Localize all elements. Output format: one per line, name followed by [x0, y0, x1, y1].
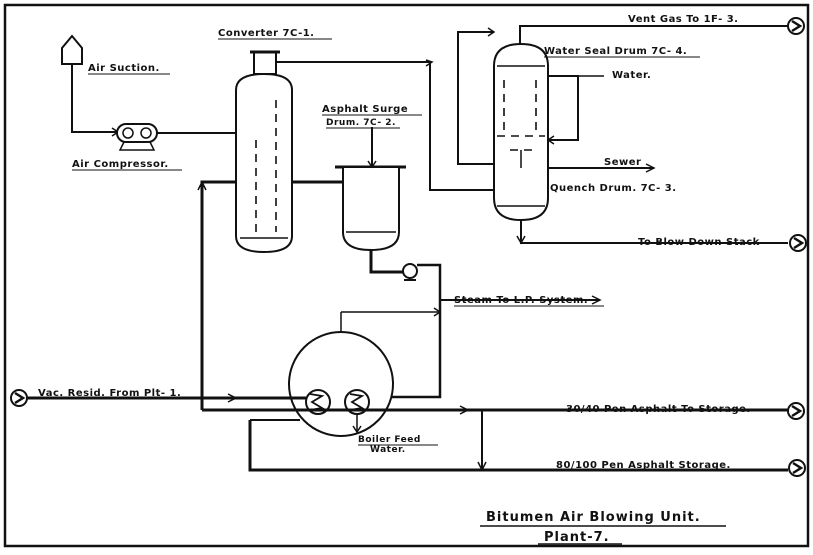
vent-gas-line [519, 25, 788, 45]
surge-drum-bottoms-line [369, 250, 404, 274]
pen-80-100-product-line [248, 410, 788, 472]
label-pen-30-40: 30/40 Pen Asphalt To Storage. [566, 404, 751, 415]
label-air-suction: Air Suction. [88, 63, 160, 74]
label-water-seal-drum: Water Seal Drum 7C- 4. [544, 46, 687, 57]
diagram-title: Bitumen Air Blowing Unit. [486, 510, 701, 525]
label-sewer: Sewer [604, 157, 641, 168]
pen-30-40-terminal [787, 402, 805, 420]
asphalt-surge-drum-7c-2 [335, 127, 406, 252]
converter-7c-1 [235, 50, 293, 254]
label-blow-down: To Blow Down Stack [638, 237, 760, 248]
vac-resid-feed-line [27, 393, 306, 403]
asphalt-pump [402, 263, 418, 281]
converter-overhead-line [276, 59, 494, 191]
label-converter: Converter 7C-1. [218, 28, 314, 39]
pen-30-40-product-line [202, 405, 788, 415]
boiler-feed-water-line [352, 414, 362, 434]
label-air-compressor: Air Compressor. [72, 159, 169, 170]
diagram-frame [3, 3, 810, 548]
pen-80-100-terminal [788, 459, 806, 477]
vent-gas-outlet-terminal [787, 17, 805, 35]
label-pen-80-100: 80/100 Pen Asphalt Storage. [556, 460, 731, 471]
air-suction-hood [61, 34, 83, 65]
diagram-subtitle: Plant-7. [544, 530, 610, 545]
label-vac-resid: Vac. Resid. From Plt- 1. [38, 388, 181, 399]
blow-down-line [516, 220, 788, 245]
label-steam: Steam To L.P. System. [454, 295, 588, 306]
label-asphalt-surge-2: Drum. 7C- 2. [326, 118, 396, 128]
pump-discharge-line [380, 263, 442, 399]
label-vent-gas: Vent Gas To 1F- 3. [628, 14, 738, 25]
label-boiler-feed-2: Water. [370, 445, 406, 455]
quench-drum-7c-3 [493, 42, 549, 222]
feed-riser-line [197, 180, 236, 410]
label-boiler-feed-1: Boiler Feed [358, 435, 421, 445]
blow-down-terminal [789, 234, 807, 252]
water-inlet-line [546, 75, 604, 145]
air-line [71, 64, 120, 137]
water-seal-loop-line [457, 27, 496, 165]
air-compressor [116, 123, 158, 151]
waste-heat-boiler [288, 295, 602, 437]
boiler-coil-left [305, 389, 331, 415]
label-asphalt-surge-1: Asphalt Surge [322, 104, 408, 115]
sewer-line [548, 163, 656, 173]
vac-resid-inlet-terminal [10, 389, 28, 407]
label-quench-drum: Quench Drum. 7C- 3. [550, 183, 677, 194]
label-water: Water. [612, 70, 651, 81]
